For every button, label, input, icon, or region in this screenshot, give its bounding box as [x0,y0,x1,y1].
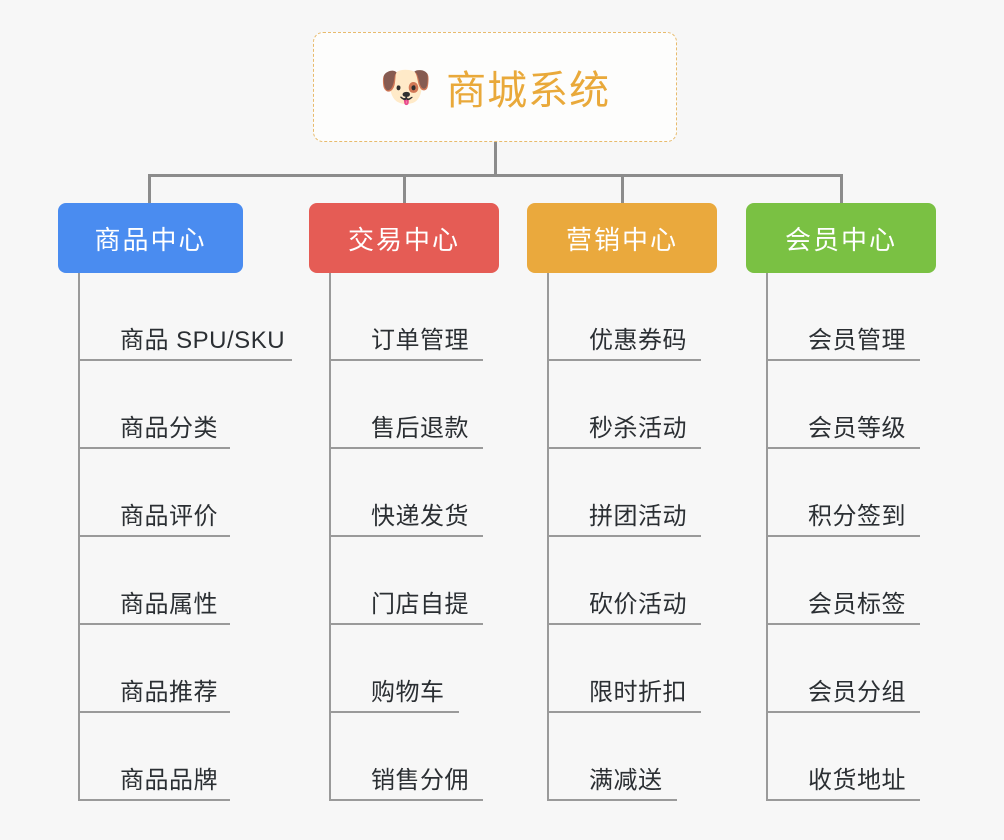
leaf-label: 商品评价 [120,503,218,530]
leaf-underline [549,711,701,713]
category-title: 会员中心 [784,224,897,255]
leaf-label: 会员管理 [808,327,906,354]
leaf-item[interactable]: 销售分佣 [331,713,539,801]
leaf-item[interactable]: 秒杀活动 [549,361,757,449]
leaf-underline [80,711,230,713]
leaf-item[interactable]: 商品推荐 [80,625,288,713]
category-header-member-center[interactable]: 会员中心 [746,203,936,273]
leaf-underline [331,623,483,625]
category-header-product-center[interactable]: 商品中心 [58,203,243,273]
leaf-label: 砍价活动 [589,591,687,618]
column-product-center: 商品中心 商品 SPU/SKU 商品分类 商品评价 商品属性 商品推荐 [58,203,292,801]
category-header-marketing-center[interactable]: 营销中心 [527,203,717,273]
leaf-underline [768,359,920,361]
connector-drop-2 [403,174,406,205]
leaf-item[interactable]: 快递发货 [331,449,539,537]
leaf-label: 拼团活动 [589,503,687,530]
leaf-underline [80,535,230,537]
leaf-item[interactable]: 门店自提 [331,537,539,625]
leaf-underline [331,799,483,801]
leaf-label: 会员标签 [808,591,906,618]
connector-root-stem [494,142,497,177]
leaf-item[interactable]: 商品 SPU/SKU [80,273,292,361]
leaf-item[interactable]: 限时折扣 [549,625,757,713]
leaf-underline [80,447,230,449]
connector-drop-1 [148,174,151,205]
leaf-item[interactable]: 商品属性 [80,537,288,625]
leaf-list-marketing-center: 优惠券码 秒杀活动 拼团活动 砍价活动 限时折扣 满减送 [547,273,757,801]
leaf-item[interactable]: 收货地址 [768,713,976,801]
leaf-underline [768,799,920,801]
leaf-label: 商品品牌 [120,767,218,794]
leaf-underline [768,623,920,625]
leaf-item[interactable]: 商品分类 [80,361,288,449]
leaf-item[interactable]: 会员标签 [768,537,976,625]
leaf-item[interactable]: 售后退款 [331,361,539,449]
connector-drop-4 [840,174,843,205]
category-title: 商品中心 [94,224,207,255]
leaf-underline [331,447,483,449]
leaf-item[interactable]: 砍价活动 [549,537,757,625]
leaf-label: 优惠券码 [589,327,687,354]
leaf-item[interactable]: 会员等级 [768,361,976,449]
leaf-label: 售后退款 [371,415,469,442]
category-title: 营销中心 [565,224,678,255]
leaf-underline [331,359,483,361]
column-marketing-center: 营销中心 优惠券码 秒杀活动 拼团活动 砍价活动 限时折扣 [527,203,757,801]
leaf-underline [549,799,677,801]
leaf-item[interactable]: 积分签到 [768,449,976,537]
leaf-underline [549,359,701,361]
leaf-label: 订单管理 [371,327,469,354]
leaf-underline [768,535,920,537]
leaf-underline [331,535,483,537]
leaf-underline [549,447,701,449]
leaf-underline [768,447,920,449]
leaf-list-product-center: 商品 SPU/SKU 商品分类 商品评价 商品属性 商品推荐 商品品牌 [78,273,292,801]
leaf-label: 收货地址 [808,767,906,794]
leaf-label: 门店自提 [371,591,469,618]
root-node[interactable]: 🐶 商城系统 [313,32,677,142]
leaf-label: 销售分佣 [371,767,469,794]
leaf-item[interactable]: 会员管理 [768,273,976,361]
leaf-label: 商品属性 [120,591,218,618]
leaf-label: 快递发货 [371,503,469,530]
leaf-label: 购物车 [371,679,445,706]
leaf-item[interactable]: 会员分组 [768,625,976,713]
leaf-list-trade-center: 订单管理 售后退款 快递发货 门店自提 购物车 销售分佣 [329,273,539,801]
leaf-item[interactable]: 订单管理 [331,273,539,361]
dog-face-icon: 🐶 [379,63,433,110]
column-member-center: 会员中心 会员管理 会员等级 积分签到 会员标签 会员分组 [746,203,976,801]
column-trade-center: 交易中心 订单管理 售后退款 快递发货 门店自提 购物车 [309,203,539,801]
leaf-item[interactable]: 购物车 [331,625,539,713]
leaf-item[interactable]: 优惠券码 [549,273,757,361]
leaf-underline [80,623,230,625]
leaf-item[interactable]: 拼团活动 [549,449,757,537]
leaf-underline [768,711,920,713]
connector-bracket [148,174,843,177]
leaf-underline [331,711,459,713]
connector-drop-3 [621,174,624,205]
leaf-item[interactable]: 满减送 [549,713,757,801]
leaf-item[interactable]: 商品评价 [80,449,288,537]
leaf-label: 商品推荐 [120,679,218,706]
leaf-label: 商品 SPU/SKU [120,327,286,354]
leaf-underline [549,623,701,625]
leaf-label: 商品分类 [120,415,218,442]
leaf-label: 积分签到 [808,503,906,530]
leaf-list-member-center: 会员管理 会员等级 积分签到 会员标签 会员分组 收货地址 [766,273,976,801]
category-header-trade-center[interactable]: 交易中心 [309,203,499,273]
leaf-underline [80,359,292,361]
leaf-label: 限时折扣 [589,679,687,706]
leaf-label: 会员分组 [808,679,906,706]
leaf-underline [549,535,701,537]
category-title: 交易中心 [347,224,460,255]
root-title: 商城系统 [446,69,611,113]
leaf-label: 秒杀活动 [589,415,687,442]
leaf-label: 满减送 [589,767,663,794]
leaf-label: 会员等级 [808,415,906,442]
leaf-item[interactable]: 商品品牌 [80,713,288,801]
leaf-underline [80,799,230,801]
